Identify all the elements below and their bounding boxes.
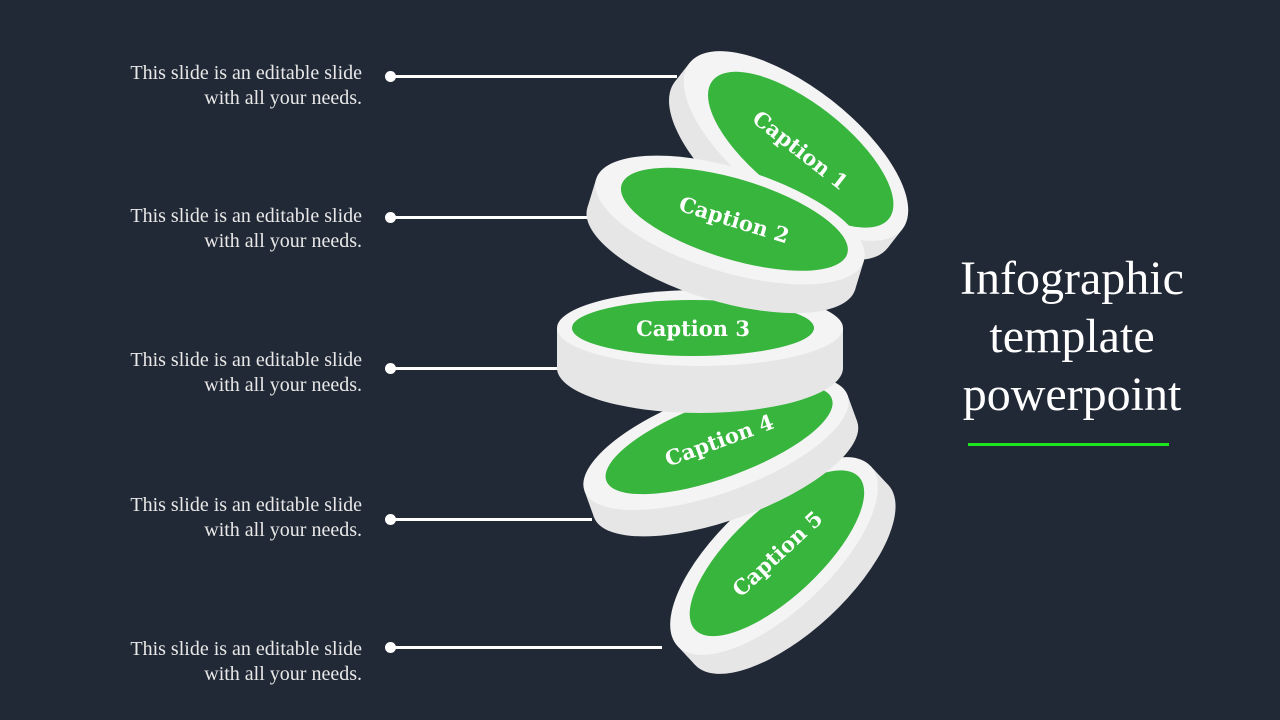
connector-dot — [385, 363, 396, 374]
connector-line-1 — [385, 71, 677, 82]
connector-line-5 — [385, 642, 662, 653]
slide-title: Infographic template powerpoint — [960, 252, 1184, 421]
title-underline — [968, 443, 1169, 446]
disc-4: Caption 4 — [583, 375, 859, 537]
connector-line-4 — [385, 514, 592, 525]
connector-dot — [385, 514, 396, 525]
disc-5: Caption 5 — [670, 457, 896, 674]
connector-line-2 — [385, 212, 597, 223]
caption-3: Caption 3 — [636, 316, 750, 341]
disc-2: Caption 2 — [586, 155, 865, 314]
connector-dot — [385, 642, 396, 653]
connector-line-3 — [385, 363, 562, 374]
connector-dot — [385, 212, 396, 223]
disc-1: Caption 1 — [669, 51, 909, 260]
connector-dot — [385, 71, 396, 82]
